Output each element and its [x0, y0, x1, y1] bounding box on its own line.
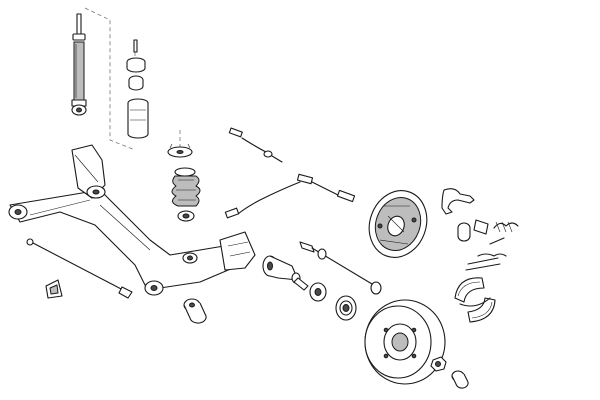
wheel-bearing[interactable] — [309, 282, 357, 321]
bump-stop-kit[interactable] — [126, 39, 149, 139]
spring-pad[interactable] — [167, 143, 193, 158]
axle-beam[interactable] — [8, 144, 256, 296]
backing-plate[interactable] — [360, 182, 436, 265]
stub-axle[interactable] — [262, 255, 309, 291]
wheel-cylinder[interactable] — [457, 219, 489, 242]
track-rod[interactable] — [26, 238, 133, 299]
bracket[interactable] — [45, 279, 63, 299]
hub-nut[interactable] — [430, 356, 447, 372]
handbrake-cable-short[interactable] — [228, 127, 283, 163]
coil-spring[interactable] — [171, 167, 201, 222]
shock-absorber[interactable] — [71, 13, 87, 116]
handbrake-cable-long[interactable] — [224, 173, 356, 219]
axle-bush[interactable] — [183, 298, 207, 324]
drive-shaft[interactable] — [299, 241, 382, 295]
brake-drum[interactable] — [364, 299, 446, 385]
adjuster-kit[interactable] — [465, 221, 519, 271]
brake-hose[interactable] — [441, 188, 475, 215]
brake-shoes[interactable] — [454, 277, 496, 323]
dust-cap[interactable] — [451, 370, 469, 389]
